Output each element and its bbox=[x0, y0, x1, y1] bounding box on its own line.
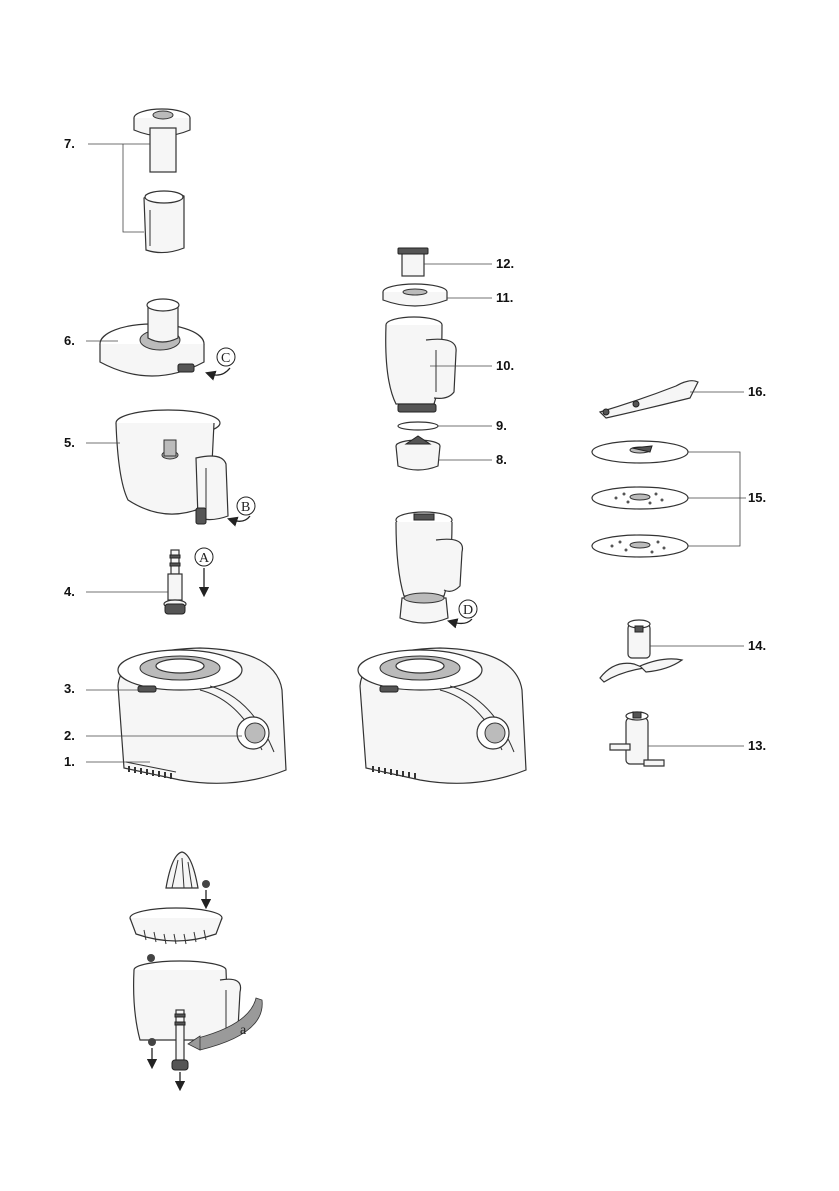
callout-5: 5. bbox=[64, 435, 75, 450]
svg-text:C: C bbox=[221, 351, 230, 366]
callout-3: 3. bbox=[64, 681, 75, 696]
svg-text:B: B bbox=[241, 500, 250, 515]
callout-1: 1. bbox=[64, 754, 75, 769]
part-10-blender-jug bbox=[386, 317, 456, 412]
part-13-dough-blade bbox=[610, 712, 664, 766]
part-11-blender-lid bbox=[383, 284, 447, 306]
leader-15 bbox=[688, 452, 746, 546]
citrus-juicer-assembly: a bbox=[130, 852, 262, 1086]
step-marker-b: B bbox=[232, 497, 255, 521]
part-5-bowl bbox=[116, 410, 228, 524]
motor-base-left bbox=[118, 648, 286, 783]
svg-text:D: D bbox=[463, 603, 473, 618]
part-16-disc-holder bbox=[600, 381, 698, 418]
callout-11: 11. bbox=[496, 290, 513, 305]
callout-6: 6. bbox=[64, 333, 75, 348]
callout-8: 8. bbox=[496, 452, 507, 467]
motor-base-center bbox=[358, 648, 526, 783]
part-8-blade-base bbox=[396, 436, 440, 470]
step-marker-a: A bbox=[195, 548, 213, 592]
juicer-marker-a: a bbox=[240, 1023, 247, 1038]
part-6-lid bbox=[100, 299, 204, 376]
part-4-drive-shaft bbox=[164, 550, 186, 614]
svg-text:A: A bbox=[199, 551, 210, 566]
leader-7 bbox=[88, 144, 150, 232]
step-marker-c: C bbox=[210, 348, 235, 375]
callout-16: 16. bbox=[748, 384, 766, 399]
callout-9: 9. bbox=[496, 418, 507, 433]
callout-4: 4. bbox=[64, 584, 75, 599]
part-7-food-pusher bbox=[134, 109, 190, 253]
part-9-seal-ring bbox=[398, 422, 438, 430]
callout-15: 15. bbox=[748, 490, 766, 505]
callout-13: 13. bbox=[748, 738, 766, 753]
callout-7: 7. bbox=[64, 136, 75, 151]
part-15-cutting-discs bbox=[592, 441, 688, 557]
callout-10: 10. bbox=[496, 358, 514, 373]
step-marker-d: D bbox=[452, 600, 477, 623]
part-12-measuring-cap bbox=[398, 248, 428, 276]
callout-12: 12. bbox=[496, 256, 514, 271]
callout-14: 14. bbox=[748, 638, 766, 653]
assembled-blender-jug bbox=[396, 512, 462, 623]
part-14-chopping-blade bbox=[600, 620, 682, 682]
callout-2: 2. bbox=[64, 728, 75, 743]
